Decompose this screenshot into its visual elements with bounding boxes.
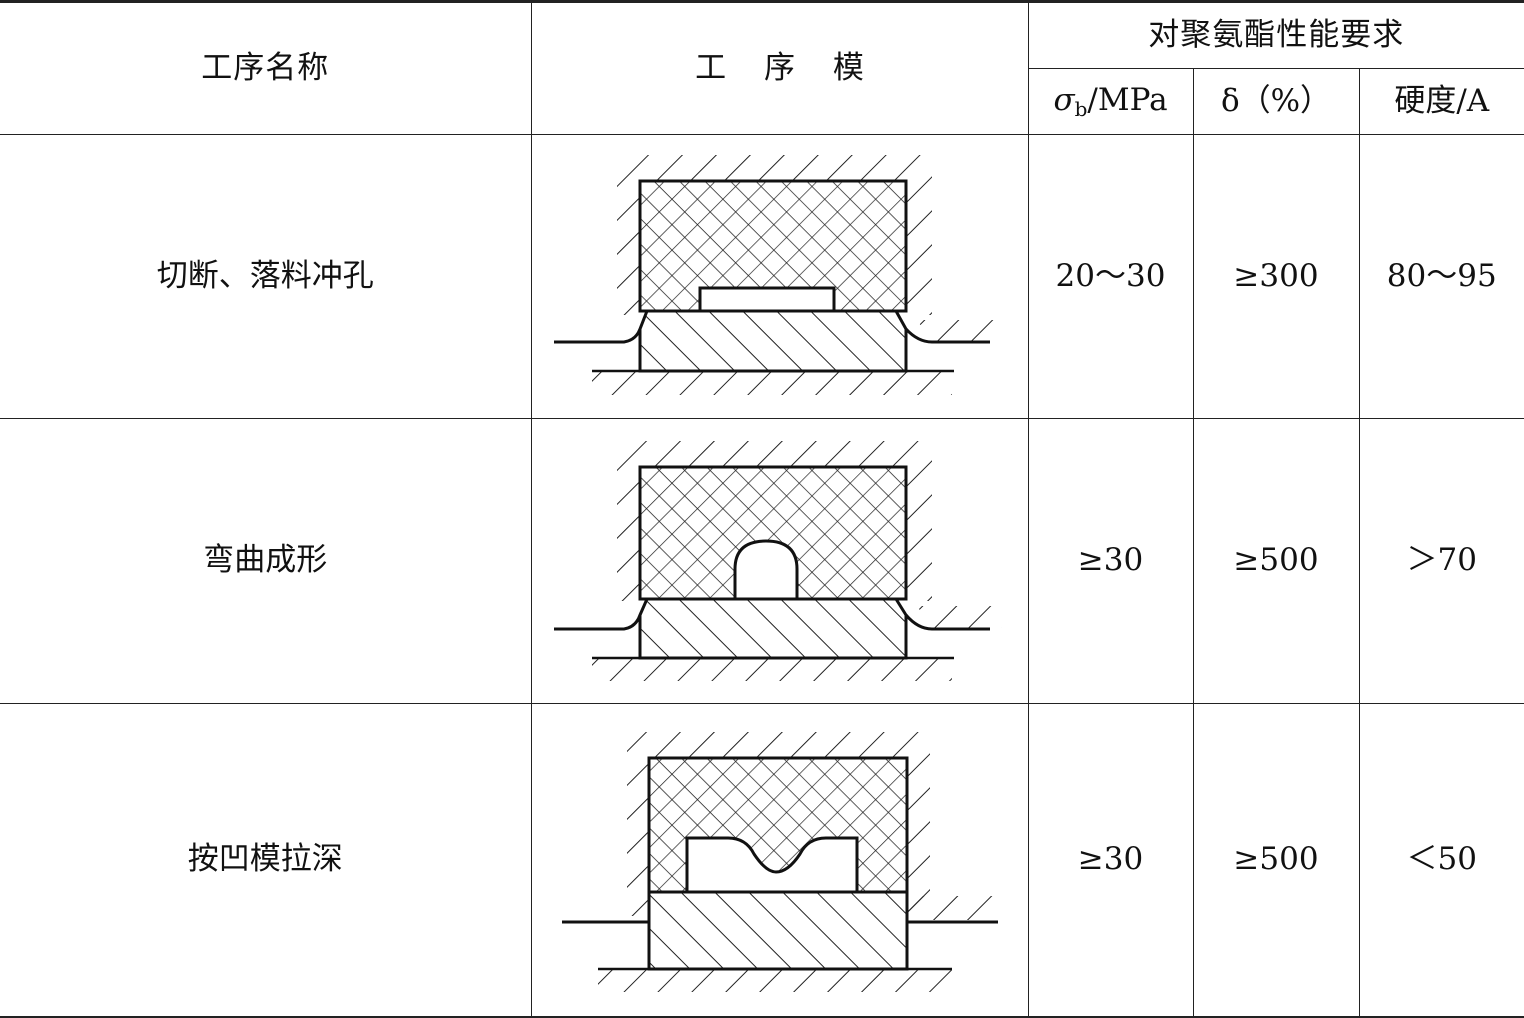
die-block	[647, 890, 908, 971]
header-hardness: 硬度/A	[1358, 68, 1524, 135]
process-name-cell: 按凹模拉深	[0, 703, 532, 1018]
bending-die-diagram	[553, 441, 1002, 681]
die-diagram-cell	[530, 703, 1029, 1018]
table-row: 按凹模拉深	[0, 703, 1524, 1018]
header-process-die: 工 序 模	[530, 0, 1029, 135]
die-diagram-cell	[530, 418, 1029, 704]
table-row: 弯曲成形	[0, 418, 1524, 704]
sigma-symbol: σ	[1053, 81, 1075, 118]
sheet-right	[904, 327, 990, 344]
sheet-left	[553, 614, 641, 631]
tensile-strength-cell: 20～30	[1027, 134, 1194, 419]
table-row: 切断、落料冲孔	[0, 134, 1524, 419]
tensile-strength-cell: ≥30	[1027, 418, 1194, 704]
header-elongation: δ（%）	[1192, 68, 1360, 135]
workpiece-bend	[733, 539, 798, 601]
workpiece-cup	[685, 836, 858, 894]
blanking-die-diagram	[553, 155, 1002, 395]
tensile-strength-cell: ≥30	[1027, 703, 1194, 1018]
sigma-subscript: b	[1074, 96, 1088, 121]
workpiece	[698, 286, 835, 313]
deep-drawing-die-diagram	[561, 731, 998, 992]
punch-block	[638, 309, 907, 373]
header-requirements: 对聚氨酯性能要求	[1027, 0, 1524, 69]
elongation-cell: ≥500	[1192, 703, 1360, 1018]
sheet-left	[553, 328, 641, 344]
die-diagram-cell	[530, 134, 1029, 419]
hardness-cell: 80～95	[1358, 134, 1524, 419]
container-hatch	[591, 155, 1002, 395]
hardness-cell: ＜50	[1358, 703, 1524, 1018]
sigma-unit: /MPa	[1087, 81, 1168, 118]
header-process-name: 工序名称	[0, 0, 532, 135]
header-tensile-strength: σb/MPa	[1027, 68, 1194, 135]
hardness-cell: ＞70	[1358, 418, 1524, 704]
elongation-cell: ≥500	[1192, 418, 1360, 704]
process-name-cell: 切断、落料冲孔	[0, 134, 532, 419]
process-name-cell: 弯曲成形	[0, 418, 532, 704]
punch-block	[638, 597, 907, 660]
sheet-right	[904, 614, 990, 631]
container-hatch	[597, 731, 997, 992]
container-hatch	[591, 441, 1002, 681]
elongation-cell: ≥300	[1192, 134, 1360, 419]
